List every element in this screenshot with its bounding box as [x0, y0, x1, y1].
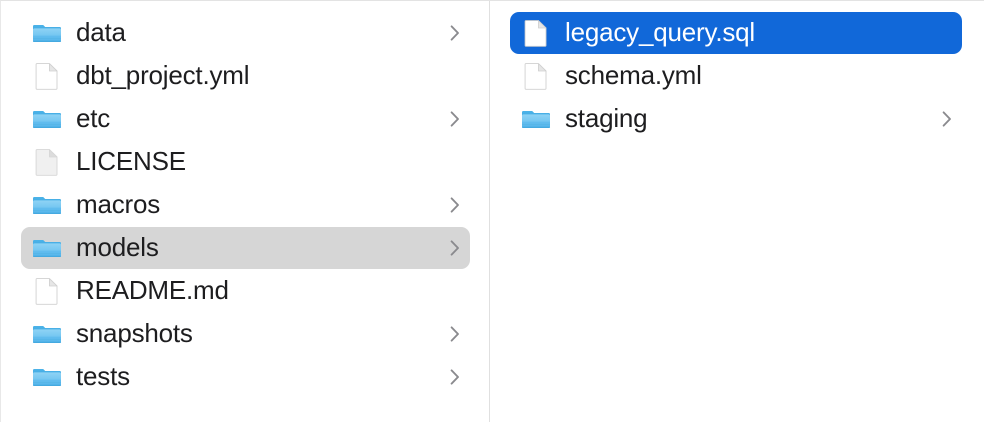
folder-row[interactable]: tests — [21, 356, 470, 398]
file-row[interactable]: legacy_query.sql — [510, 12, 962, 54]
file-row[interactable]: dbt_project.yml — [21, 55, 470, 97]
folder-icon — [32, 104, 62, 134]
file-icon — [32, 61, 62, 91]
chevron-right-icon[interactable] — [449, 110, 461, 128]
chevron-right-icon[interactable] — [449, 325, 461, 343]
folder-row[interactable]: models — [21, 227, 470, 269]
chevron-right-icon[interactable] — [449, 368, 461, 386]
file-icon — [521, 61, 551, 91]
item-label: etc — [76, 103, 111, 133]
item-label: data — [76, 17, 126, 47]
item-label: LICENSE — [76, 146, 186, 176]
column-two-list: legacy_query.sql schema.yml staging — [490, 12, 984, 422]
file-row[interactable]: LICENSE — [21, 141, 470, 183]
file-row[interactable]: schema.yml — [510, 55, 962, 97]
finder-column-two[interactable]: legacy_query.sql schema.yml staging — [490, 1, 984, 422]
folder-row[interactable]: macros — [21, 184, 470, 226]
folder-icon — [32, 233, 62, 263]
item-label: staging — [565, 103, 648, 133]
item-label: models — [76, 232, 159, 262]
item-label: snapshots — [76, 318, 193, 348]
item-label: dbt_project.yml — [76, 60, 250, 90]
folder-icon — [32, 362, 62, 392]
chevron-right-icon[interactable] — [449, 24, 461, 42]
chevron-right-icon[interactable] — [941, 110, 953, 128]
file-row[interactable]: README.md — [21, 270, 470, 312]
folder-icon — [32, 190, 62, 220]
folder-row[interactable]: snapshots — [21, 313, 470, 355]
item-label: macros — [76, 189, 161, 219]
file-icon-alt — [32, 147, 62, 177]
item-label: schema.yml — [565, 60, 702, 90]
folder-icon — [32, 319, 62, 349]
folder-row[interactable]: staging — [510, 98, 962, 140]
item-label: tests — [76, 361, 130, 391]
folder-icon — [521, 104, 551, 134]
file-icon — [32, 276, 62, 306]
chevron-right-icon[interactable] — [449, 196, 461, 214]
item-label: README.md — [76, 275, 229, 305]
folder-icon — [32, 18, 62, 48]
chevron-right-icon[interactable] — [449, 239, 461, 257]
item-label: legacy_query.sql — [565, 17, 755, 47]
folder-row[interactable]: data — [21, 12, 470, 54]
folder-row[interactable]: etc — [21, 98, 470, 140]
file-icon — [521, 18, 551, 48]
